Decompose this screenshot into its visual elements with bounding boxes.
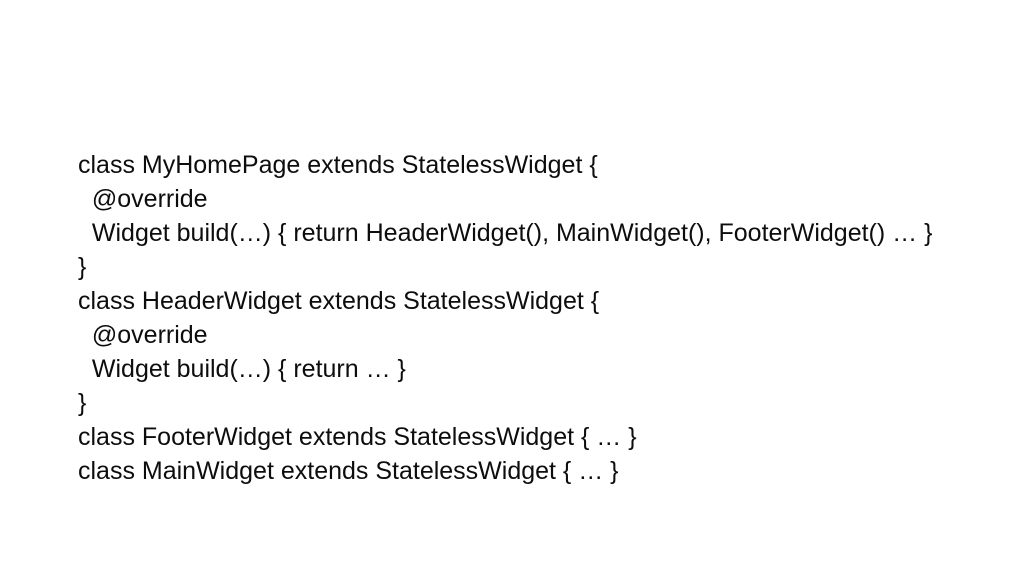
code-line: Widget build(…) { return HeaderWidget(),… bbox=[78, 219, 933, 247]
code-line: class MyHomePage extends StatelessWidget… bbox=[78, 151, 598, 179]
code-line: class FooterWidget extends StatelessWidg… bbox=[78, 423, 637, 451]
code-block: class MyHomePage extends StatelessWidget… bbox=[78, 148, 932, 488]
code-line: class MainWidget extends StatelessWidget… bbox=[78, 457, 619, 485]
code-line: @override bbox=[78, 321, 208, 349]
code-line: } bbox=[78, 389, 87, 417]
code-line: Widget build(…) { return … } bbox=[78, 355, 406, 383]
code-line: class HeaderWidget extends StatelessWidg… bbox=[78, 287, 600, 315]
code-line: } bbox=[78, 253, 87, 281]
code-line: @override bbox=[78, 185, 208, 213]
